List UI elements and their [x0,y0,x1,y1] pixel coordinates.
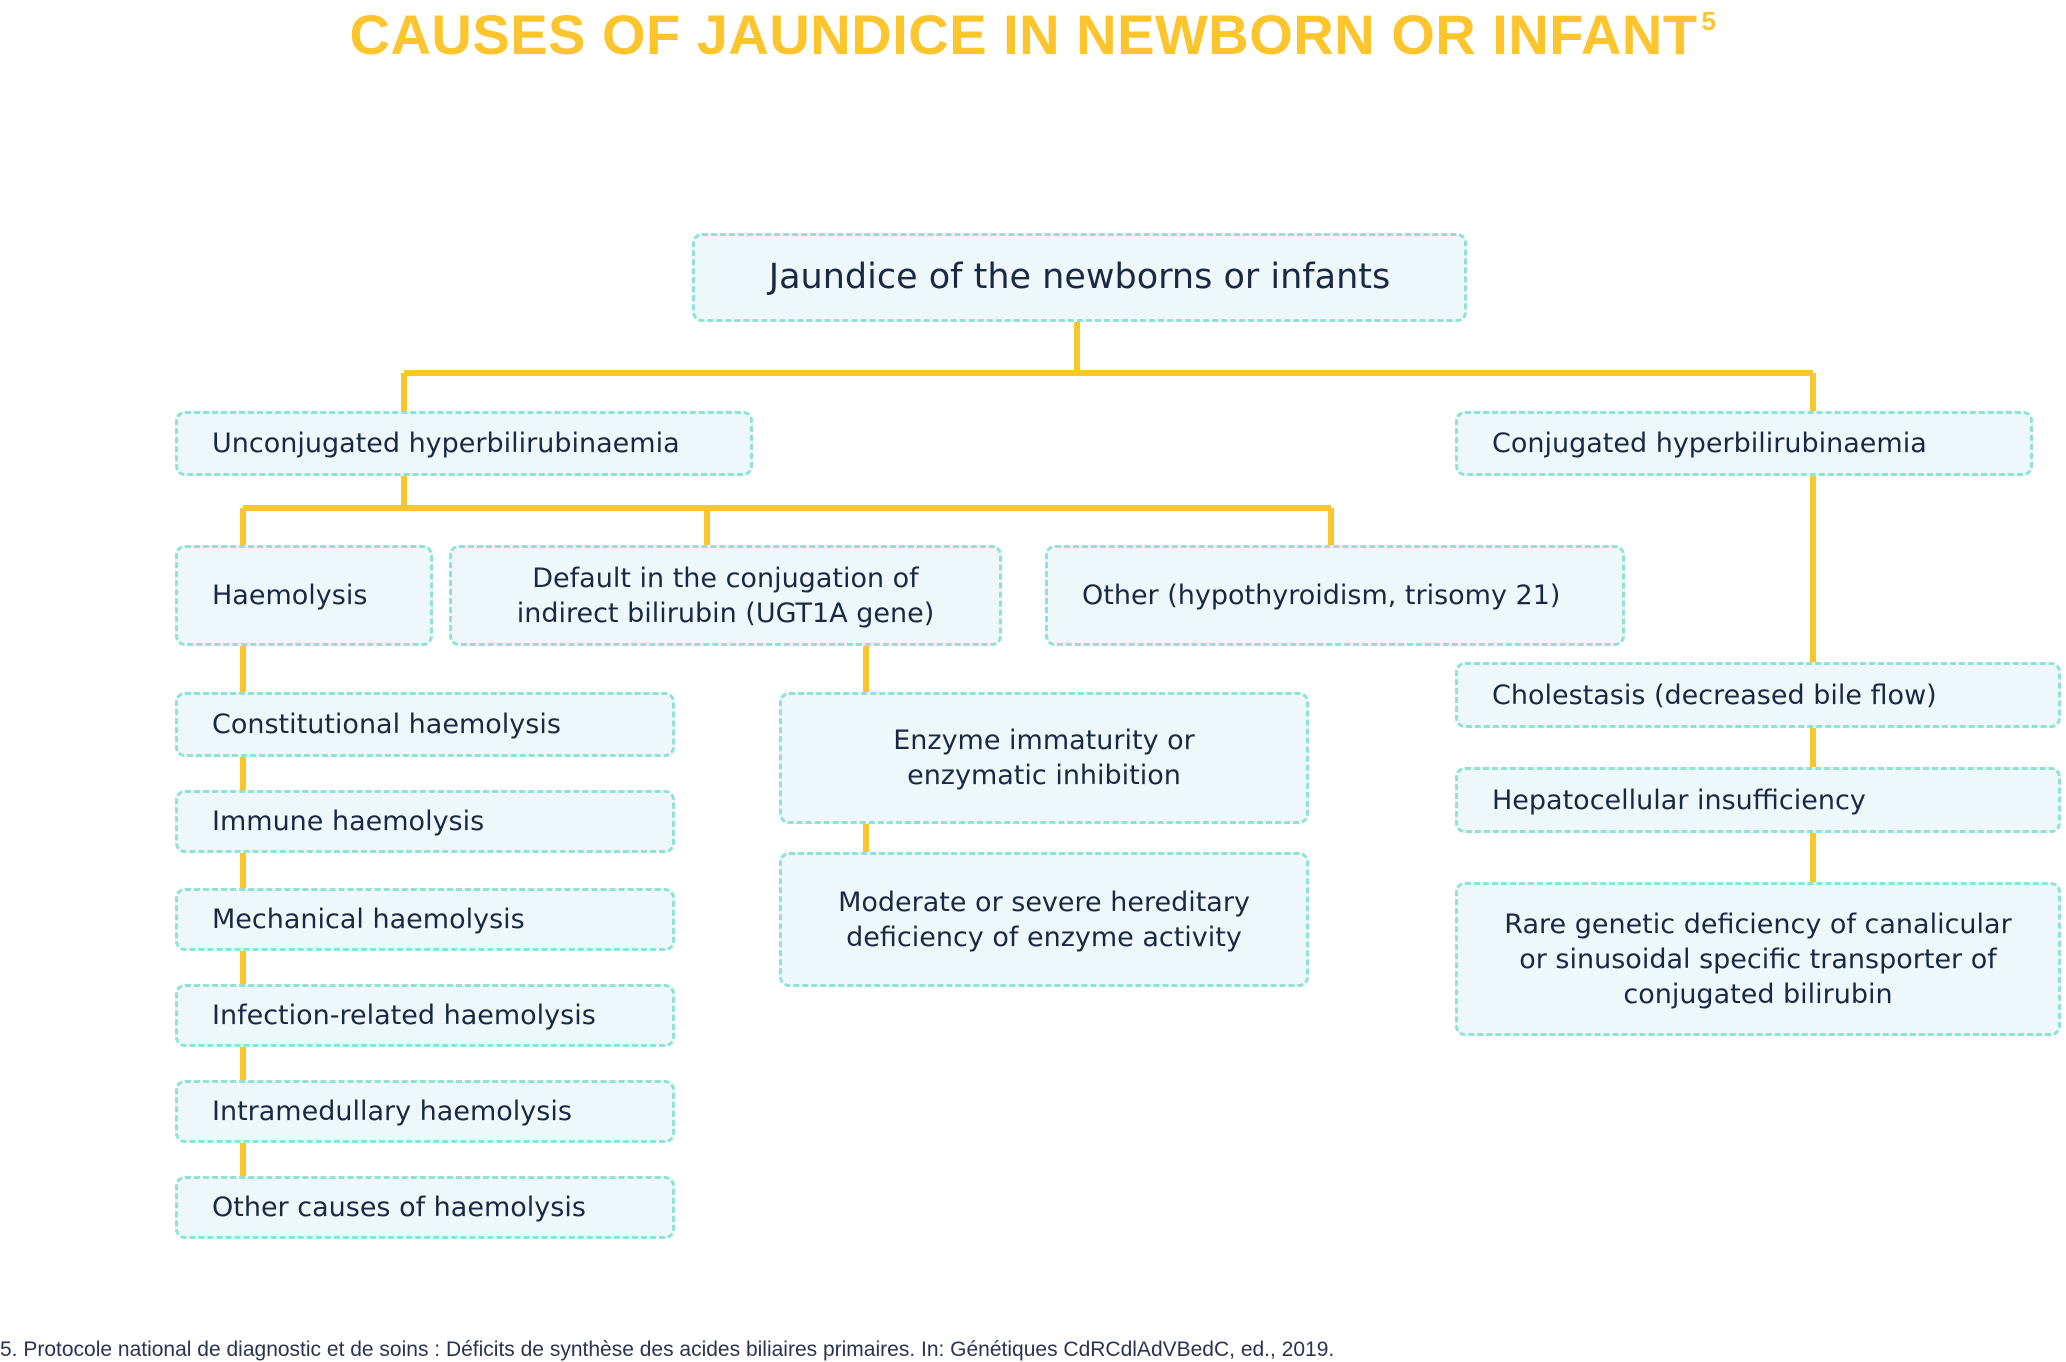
hepatocellular-node: Hepatocellular insufficiency [1455,767,2061,833]
haemolysis-type-immune: Immune haemolysis [175,790,675,853]
default-conjugation-node: Default in the conjugation of indirect b… [449,545,1002,646]
haemolysis-type-infection: Infection-related haemolysis [175,984,675,1047]
haemolysis-type-label: Immune haemolysis [212,806,485,837]
haemolysis-node: Haemolysis [175,545,433,646]
hereditary-deficiency-label: Moderate or severe hereditary deficiency… [838,886,1250,953]
enzyme-immaturity-node: Enzyme immaturity or enzymatic inhibitio… [779,692,1309,824]
haemolysis-type-intramedullary: Intramedullary haemolysis [175,1080,675,1143]
unconjugated-label: Unconjugated hyperbilirubinaemia [212,428,680,459]
cholestasis-node: Cholestasis (decreased bile flow) [1455,662,2061,728]
hepatocellular-label: Hepatocellular insufficiency [1492,784,1866,816]
hereditary-deficiency-node: Moderate or severe hereditary deficiency… [779,852,1309,987]
haemolysis-type-label: Intramedullary haemolysis [212,1096,572,1127]
haemolysis-type-label: Other causes of haemolysis [212,1192,586,1223]
unconjugated-node: Unconjugated hyperbilirubinaemia [175,411,753,476]
rare-genetic-label: Rare genetic deficiency of canalicular o… [1504,908,2012,1010]
root-label: Jaundice of the newborns or infants [768,257,1391,297]
root-node: Jaundice of the newborns or infants [692,233,1467,322]
haemolysis-type-mechanical: Mechanical haemolysis [175,888,675,951]
title-footnote-ref: 5 [1701,6,1717,36]
footnote: 5. Protocole national de diagnostic et d… [0,1338,1335,1361]
haemolysis-type-label: Infection-related haemolysis [212,1000,596,1031]
title-text: CAUSES OF JAUNDICE IN NEWBORN OR INFANT [349,3,1698,66]
conjugated-node: Conjugated hyperbilirubinaemia [1455,411,2033,476]
haemolysis-type-other: Other causes of haemolysis [175,1176,675,1239]
haemolysis-type-label: Mechanical haemolysis [212,904,525,935]
enzyme-immaturity-label: Enzyme immaturity or enzymatic inhibitio… [893,725,1195,791]
default-conjugation-label: Default in the conjugation of indirect b… [516,562,935,629]
cholestasis-label: Cholestasis (decreased bile flow) [1492,679,1937,711]
conjugated-label: Conjugated hyperbilirubinaemia [1492,428,1927,459]
other-unconjugated-node: Other (hypothyroidism, trisomy 21) [1045,545,1625,646]
haemolysis-label: Haemolysis [212,580,368,611]
rare-genetic-node: Rare genetic deficiency of canalicular o… [1455,882,2061,1036]
haemolysis-type-label: Constitutional haemolysis [212,709,561,740]
haemolysis-type-constitutional: Constitutional haemolysis [175,692,675,757]
other-unconjugated-label: Other (hypothyroidism, trisomy 21) [1082,580,1561,611]
